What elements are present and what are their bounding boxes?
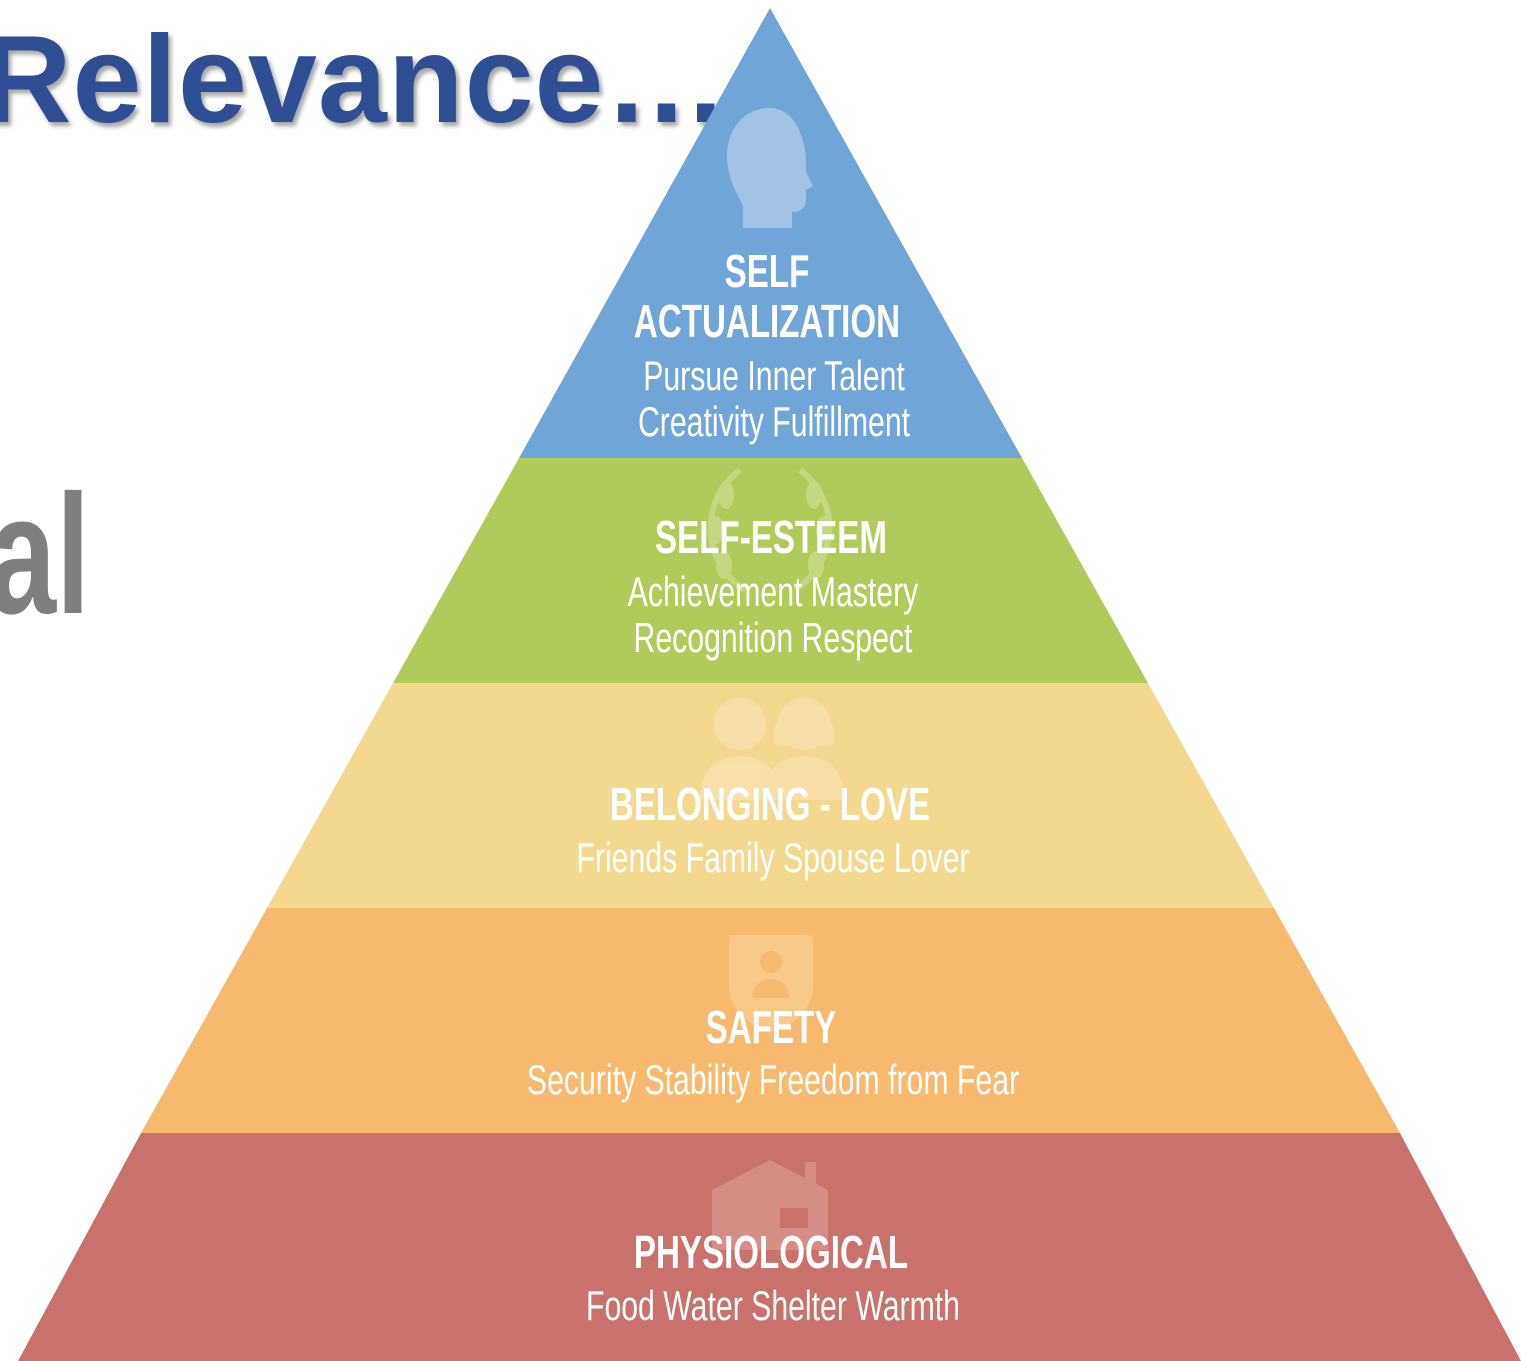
slide-title: Relevance… <box>0 11 730 149</box>
tier-title-line: BELONGING - LOVE <box>610 780 930 830</box>
tier-description-line: Security Stability Freedom from Fear <box>527 1056 1019 1103</box>
tier-description-line: Friends Family Spouse Lover <box>576 834 969 881</box>
tier-description-line: Pursue Inner Talent <box>643 352 905 399</box>
head-icon <box>727 108 813 228</box>
partial-side-text: al <box>0 460 91 650</box>
tier-band <box>393 458 1148 683</box>
tier-band <box>519 8 1022 458</box>
tier-title-line: ACTUALIZATION <box>634 297 900 347</box>
tier-title-line: PHYSIOLOGICAL <box>634 1228 908 1278</box>
tier-description-line: Achievement Mastery <box>628 568 919 615</box>
tier-description-line: Recognition Respect <box>634 614 913 661</box>
tier-self-esteem: SELF-ESTEEM Achievement Mastery Recognit… <box>393 458 1148 683</box>
tier-self-actualization: SELF ACTUALIZATION Pursue Inner Talent C… <box>519 8 1022 458</box>
tier-title-line: SAFETY <box>706 1003 837 1053</box>
house-icon <box>712 1160 828 1250</box>
tier-title-line: SELF-ESTEEM <box>655 513 887 563</box>
couple-icon <box>700 698 844 800</box>
tier-description-line: Creativity Fulfillment <box>638 398 910 445</box>
tier-description-line: Food Water Shelter Warmth <box>586 1282 960 1329</box>
laurel-wreath-icon <box>707 467 833 593</box>
tier-safety: SAFETY Security Stability Freedom from F… <box>141 908 1400 1133</box>
tier-title-line: SELF <box>725 247 810 297</box>
tier-physiological: PHYSIOLOGICAL Food Water Shelter Warmth <box>18 1133 1521 1361</box>
shield-person-icon <box>729 935 813 1032</box>
tier-belonging-love: BELONGING - LOVE Friends Family Spouse L… <box>267 683 1274 908</box>
